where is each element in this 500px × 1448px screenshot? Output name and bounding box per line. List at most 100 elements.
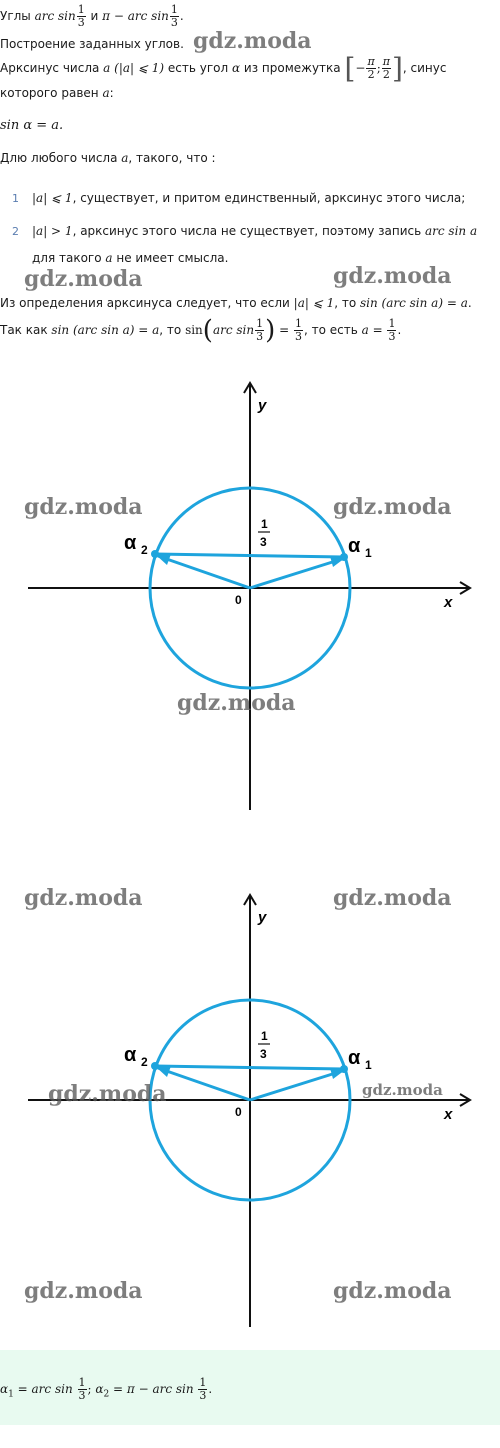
text-period: . [179, 9, 184, 23]
bracket-left: [ [344, 52, 356, 85]
math-alpha: α [231, 61, 241, 75]
unit-circle-figure-1: y x 0 1 3 α 1 α 2 [28, 381, 472, 810]
y-axis-label: y [257, 909, 267, 926]
text-which-equals: которого равен [0, 86, 103, 100]
y-axis-label: y [257, 397, 267, 414]
unit-circle-figure-2: y x 0 1 3 α 1 α 2 [28, 893, 472, 1327]
answer-separator: ; [87, 1382, 96, 1396]
point-alpha-1 [340, 1065, 348, 1073]
text-angles-prefix: Углы [0, 9, 35, 23]
math-a: a [102, 86, 110, 100]
math-equals: = [275, 323, 293, 337]
list-number: 2 [12, 225, 19, 238]
frac-num: 1 [169, 3, 179, 17]
frac-label-den: 3 [260, 535, 267, 549]
math-pi-minus-arcsin: π − arc sin [102, 9, 169, 23]
text-such-that: , такого, что : [128, 151, 216, 165]
text-sine: , синус [402, 61, 447, 75]
answer-eq-1: = arc sin [13, 1382, 77, 1396]
math-abs-le-1: |a| ⩽ 1 [293, 296, 335, 310]
math-arcsin: arc sin [34, 9, 76, 23]
frac-den: 3 [256, 330, 264, 343]
math-sin-arcsin-a: sin (arc sin a) = a [51, 323, 160, 337]
ray-alpha-1 [249, 557, 343, 590]
math-a: a [105, 251, 113, 265]
unit-circle [148, 998, 352, 1202]
list-item-text: , арксинус этого числа не существует, по… [72, 224, 425, 238]
alpha-2-label: α [124, 532, 137, 554]
watermark: gdz.moda [333, 1278, 452, 1304]
list-item-text: , существует, и притом единственный, арк… [72, 191, 466, 205]
ray-alpha-1 [249, 1069, 343, 1102]
text-colon: : [109, 86, 114, 100]
frac-den: 3 [78, 1389, 86, 1402]
frac-num: 1 [76, 3, 86, 17]
alpha-1-label: α [348, 535, 361, 557]
frac-den: 3 [388, 330, 396, 343]
frac-num: π [366, 55, 376, 69]
frac-den: 3 [199, 1389, 207, 1402]
text-then: , то [159, 323, 186, 337]
alpha-1-subscript: 1 [365, 546, 372, 560]
text-and: и [86, 9, 103, 23]
bracket-right: ] [391, 52, 403, 85]
y-axis-arrow [243, 381, 257, 394]
watermark: gdz.moda [48, 1081, 167, 1107]
watermark: gdz.moda [177, 690, 296, 716]
frac-den: 3 [294, 330, 302, 343]
answer-sub-2: 2 [103, 1389, 110, 1400]
text-is-angle: есть угол [164, 61, 232, 75]
text-line-since: Так как sin (arc sin a) = a, то sin(arc … [0, 315, 401, 346]
ray-alpha-2 [157, 554, 251, 590]
frac-den: 2 [382, 68, 390, 81]
text-that-is: , то есть [303, 323, 362, 337]
alpha-2-label: α [124, 1044, 137, 1066]
watermark: gdz.moda [24, 885, 143, 911]
math-arcsin: arc sin [212, 323, 255, 337]
math-sin: sin [185, 323, 203, 337]
frac-num: 1 [198, 1376, 208, 1390]
math-a: a [103, 61, 111, 75]
point-alpha-1 [340, 553, 348, 561]
math-semicolon: ; [376, 61, 381, 75]
frac-den: 3 [77, 16, 85, 29]
math-sin-alpha-eq-a: sin α = a. [0, 118, 64, 133]
text-for-such: для такого [32, 251, 106, 265]
answer-period: . [208, 1382, 213, 1396]
horizontal-line-y-1-3 [154, 552, 345, 559]
watermark: gdz.moda [24, 1278, 143, 1304]
alpha-1-subscript: 1 [365, 1058, 372, 1072]
frac-num: 1 [293, 317, 303, 331]
answer-eq-2: = π − arc sin [109, 1382, 198, 1396]
unit-circle [148, 486, 352, 690]
watermark: gdz.moda [24, 266, 143, 292]
text-for-any-number: Длю любого числа [0, 151, 122, 165]
answer-sub-1: 1 [8, 1389, 14, 1400]
math-sin-arcsin-a: sin (arc sin a) = a [360, 296, 468, 310]
text-since: Так как [0, 323, 52, 337]
frac-num: 1 [387, 317, 397, 331]
paren-left: ( [202, 315, 213, 346]
frac-label-num: 1 [261, 517, 268, 531]
watermark: gdz.moda [333, 885, 452, 911]
paren-right: ) [265, 315, 276, 346]
list-item-2-continuation: для такого a не имеет смысла. [32, 251, 228, 265]
alpha-2-subscript: 2 [141, 543, 148, 557]
x-axis-label: x [443, 594, 453, 611]
ray-alpha-2-arrowhead [156, 1066, 171, 1077]
watermark: gdz.moda [362, 1081, 443, 1099]
text-from-interval: из промежутка [240, 61, 345, 75]
math-a-equals: a = [361, 323, 387, 337]
frac-den: 3 [170, 16, 178, 29]
point-alpha-2 [151, 1062, 159, 1070]
point-alpha-2 [151, 550, 159, 558]
